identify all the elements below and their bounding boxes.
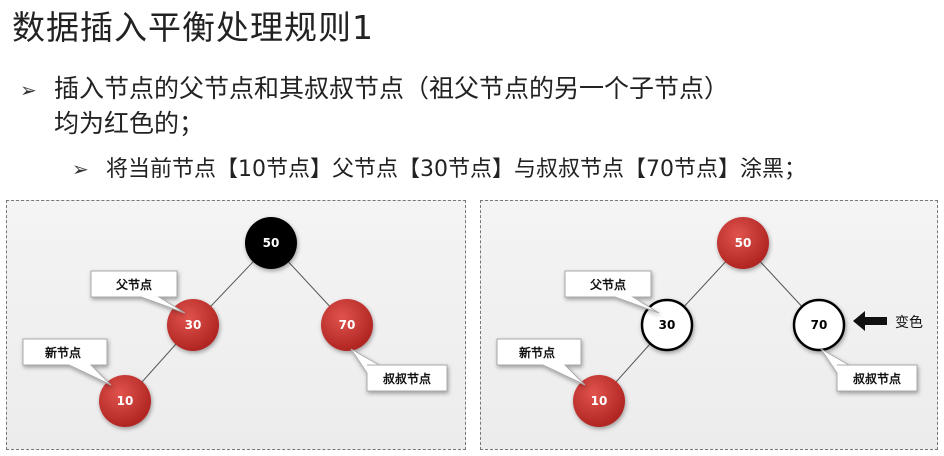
- before-tree-svg: 50 30 70 10 父节点 新节点 叔叔节点: [22, 217, 448, 427]
- tree-node-10: 10: [99, 375, 151, 427]
- callout-uncle: 叔叔节点: [350, 348, 448, 392]
- tree-node-70: 70: [321, 299, 373, 351]
- after-tree-panel: 50 30 70 10 父节点 新节点 叔叔节点 变色: [480, 200, 938, 450]
- bullet-main-line1: 插入节点的父节点和其叔叔节点（祖父节点的另一个子节点）: [54, 74, 730, 103]
- svg-text:父节点: 父节点: [115, 277, 152, 292]
- tree-node-70: 70: [792, 298, 846, 352]
- callout-uncle: 叔叔节点: [820, 348, 918, 392]
- color-change-arrow-icon: [853, 311, 887, 331]
- svg-text:70: 70: [339, 318, 356, 332]
- svg-text:30: 30: [185, 318, 202, 332]
- svg-text:父节点: 父节点: [589, 277, 626, 292]
- tree-node-10: 10: [573, 375, 625, 427]
- svg-text:70: 70: [811, 318, 828, 332]
- svg-text:新节点: 新节点: [519, 345, 555, 360]
- bullet-sub: ➢ 将当前节点【10节点】父节点【30节点】与叔叔节点【70节点】涂黑；: [72, 152, 806, 187]
- tree-node-30: 30: [640, 298, 694, 352]
- bullet-arrow-icon: ➢: [20, 78, 37, 102]
- callout-new-node: 新节点: [496, 338, 586, 386]
- svg-text:叔叔节点: 叔叔节点: [853, 371, 901, 386]
- svg-text:50: 50: [263, 236, 280, 250]
- svg-text:10: 10: [591, 394, 608, 408]
- after-tree-svg: 50 30 70 10 父节点 新节点 叔叔节点 变色: [496, 217, 923, 427]
- svg-text:新节点: 新节点: [45, 345, 81, 360]
- before-tree-panel: 50 30 70 10 父节点 新节点 叔叔节点: [6, 200, 466, 450]
- tree-node-30: 30: [167, 299, 219, 351]
- svg-text:30: 30: [659, 318, 676, 332]
- svg-text:10: 10: [117, 394, 134, 408]
- callout-parent: 父节点: [90, 270, 186, 314]
- sub-bullet-arrow-icon: ➢: [72, 157, 89, 181]
- bullet-main: ➢ 插入节点的父节点和其叔叔节点（祖父节点的另一个子节点） 均为红色的；: [20, 72, 930, 141]
- bullet-main-line2: 均为红色的；: [54, 109, 205, 138]
- color-change-label: 变色: [895, 314, 923, 331]
- tree-node-50: 50: [717, 217, 769, 269]
- callout-new-node: 新节点: [22, 338, 112, 386]
- callout-parent: 父节点: [564, 270, 660, 314]
- svg-text:叔叔节点: 叔叔节点: [383, 371, 431, 386]
- bullet-sub-text: 将当前节点【10节点】父节点【30节点】与叔叔节点【70节点】涂黑；: [106, 157, 806, 182]
- page-title: 数据插入平衡处理规则1: [12, 8, 374, 47]
- tree-node-50: 50: [245, 217, 297, 269]
- svg-text:50: 50: [735, 236, 752, 250]
